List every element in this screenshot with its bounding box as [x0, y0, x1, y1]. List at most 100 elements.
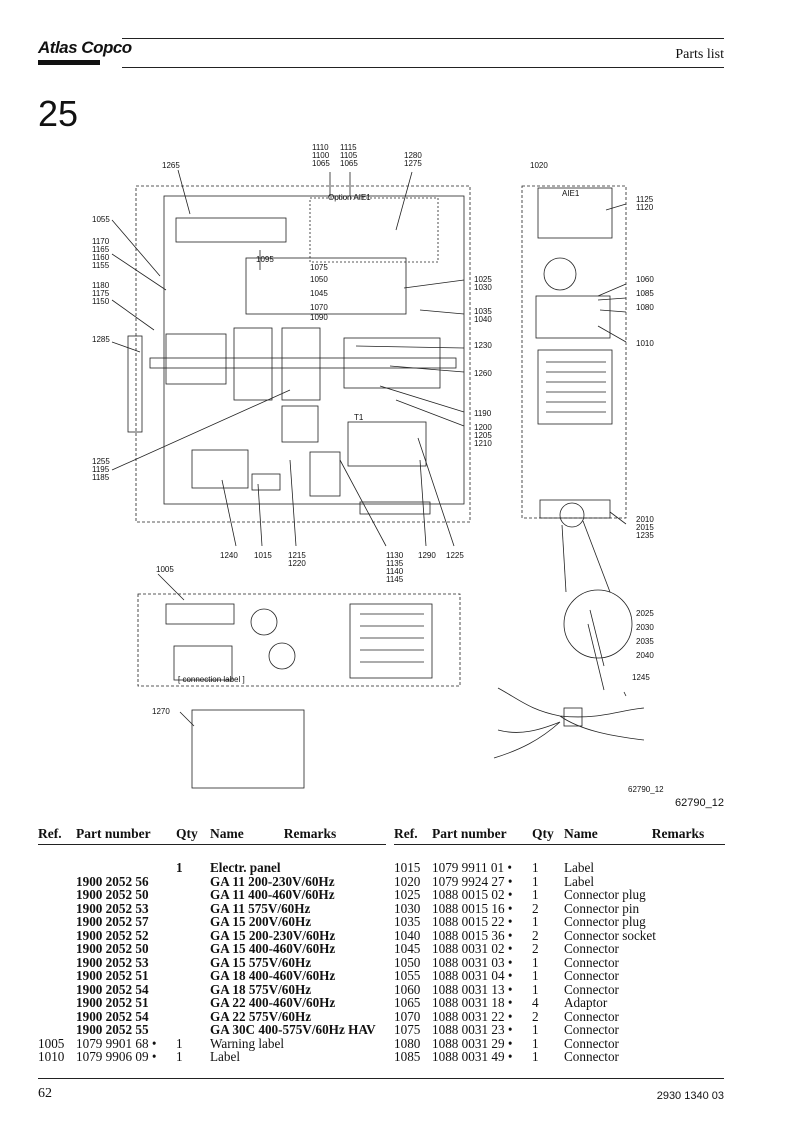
- callout-label: 1025: [474, 275, 492, 284]
- detail-circle: [563, 589, 633, 659]
- transformer-label: T1: [354, 413, 364, 422]
- qty-cell: [176, 983, 210, 997]
- callout-label: 1105: [340, 151, 358, 160]
- bottom-rail: [359, 501, 431, 515]
- callout-label: 1195: [92, 465, 110, 474]
- terminals-1x1: [309, 451, 341, 497]
- document-number: 2930 1340 03: [656, 1090, 724, 1102]
- contactor-1: [233, 327, 273, 401]
- part-number-cell: 1088 0015 36 •: [432, 927, 513, 943]
- qty-cell: 1: [532, 954, 539, 970]
- qty-cell: 1: [176, 860, 183, 875]
- callout-label: 1155: [92, 261, 110, 270]
- callout-label: 1095: [256, 255, 274, 264]
- ref-cell: [38, 875, 76, 889]
- callout-label: 1240: [220, 551, 238, 560]
- name-cell: Connector: [564, 941, 619, 956]
- cabinet-outline: [135, 185, 471, 523]
- callout-label: 1185: [92, 473, 110, 482]
- callout-label: 1135: [386, 559, 404, 568]
- door-grille: [349, 603, 433, 679]
- name-cell: GA 18 400-460V/60Hz: [210, 968, 336, 983]
- ref-cell: [38, 902, 76, 916]
- callout-label: 1120: [636, 203, 654, 212]
- callout-label: 1010: [636, 339, 654, 348]
- part-number-cell: 1900 2052 54: [76, 1008, 149, 1024]
- side-panel-module: [535, 295, 611, 339]
- ref-cell: 1080: [394, 1035, 421, 1051]
- contactor-2: [281, 327, 321, 401]
- ref-cell: 1055: [394, 968, 421, 983]
- ref-cell: 1005: [38, 1035, 65, 1051]
- callout-label: 1290: [418, 551, 436, 560]
- name-cell: Connector pin: [564, 900, 640, 916]
- name-cell: GA 11 200-230V/60Hz: [210, 873, 335, 889]
- callout-label: 1020: [530, 161, 548, 170]
- callout-label: 2025: [636, 609, 654, 618]
- ref-cell: 1075: [394, 1022, 421, 1037]
- option-label: Option AIE1: [328, 193, 371, 202]
- qty-cell: [176, 875, 210, 889]
- figure-code-inline: 62790_12: [628, 785, 664, 794]
- callout-label: 1285: [92, 335, 110, 344]
- name-cell: Connector plug: [564, 914, 646, 929]
- ref-cell: [38, 929, 76, 943]
- part-number-cell: 1900 2052 52: [76, 927, 149, 943]
- panel-label-1: [191, 449, 249, 489]
- parts-table-left: Ref. Part number Qty Name Remarks 1 Elect…: [38, 826, 386, 1064]
- part-number-cell: 1088 0031 23 •: [432, 1022, 513, 1037]
- part-number-cell: [76, 861, 176, 875]
- name-cell: GA 30C 400-575V/60Hz HAV: [210, 1022, 376, 1037]
- callout-label: 1060: [636, 275, 654, 284]
- panel-label-2: [251, 473, 281, 491]
- callout-label: 1015: [254, 551, 272, 560]
- name-cell: GA 18 575V/60Hz: [210, 981, 312, 997]
- callout-label: 1040: [474, 315, 492, 324]
- callout-label: 1035: [474, 307, 492, 316]
- part-number-cell: 1900 2052 51: [76, 968, 149, 983]
- name-cell: Connector: [564, 1049, 619, 1064]
- side-bottom: [539, 499, 611, 519]
- qty-cell: 1: [532, 981, 539, 997]
- qty-cell: 2: [532, 900, 539, 916]
- side-aie1: [537, 187, 613, 239]
- ref-cell: [38, 861, 76, 875]
- header-rule-top: [122, 38, 724, 39]
- fuse-block: [165, 333, 227, 385]
- qty-cell: 1: [176, 1049, 183, 1064]
- name-cell: Electr. panel: [210, 860, 281, 875]
- callout-label: 1260: [474, 369, 492, 378]
- qty-cell: [176, 956, 210, 970]
- table-row: 1 Electr. panel: [38, 861, 386, 875]
- callout-label: 1205: [474, 431, 492, 440]
- page-number: 62: [38, 1086, 52, 1101]
- header-qty: Qty: [532, 826, 554, 841]
- callout-label: 1165: [92, 245, 110, 254]
- qty-cell: [176, 1023, 210, 1037]
- option-box: [309, 197, 439, 263]
- callout-label: 1070: [310, 303, 328, 312]
- callout-label: 1270: [152, 707, 170, 716]
- ref-cell: 1070: [394, 1008, 421, 1024]
- part-number-cell: 1900 2052 53: [76, 900, 149, 916]
- door-knob-1: [250, 608, 278, 636]
- header-qty: Qty: [176, 826, 198, 841]
- callout-label: 1170: [92, 237, 110, 246]
- qty-cell: 1: [532, 914, 539, 929]
- name-cell: GA 15 200-230V/60Hz: [210, 927, 336, 943]
- table-header: Ref. Part number Qty Name Remarks: [38, 826, 386, 843]
- qty-cell: 1: [532, 1035, 539, 1051]
- callout-label: 1090: [310, 313, 328, 322]
